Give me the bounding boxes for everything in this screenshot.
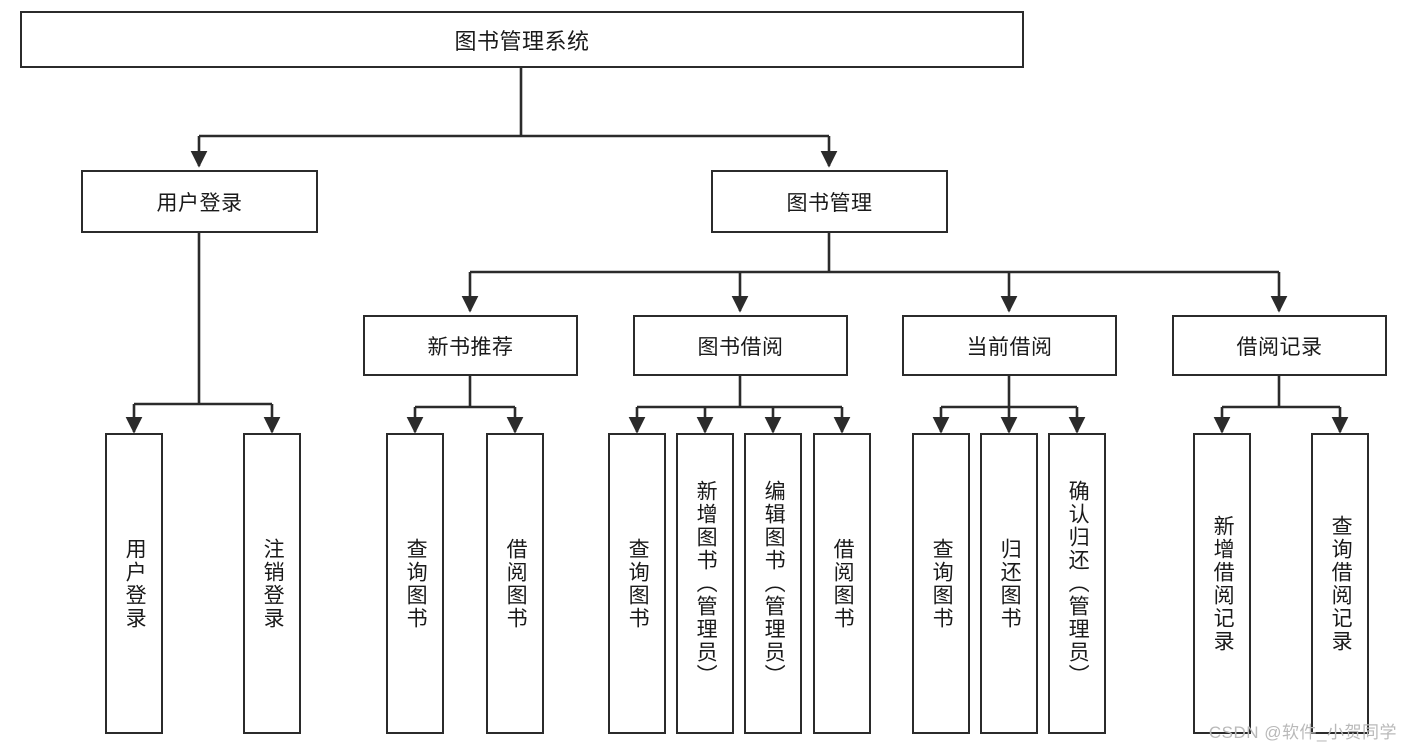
leaf-new-book-query-books[interactable]: 查询图书 xyxy=(386,433,444,734)
leaf-label: 查询图书 xyxy=(626,537,650,630)
node-label: 图书借阅 xyxy=(697,335,784,359)
leaf-label: 查询图书 xyxy=(930,537,954,630)
node-book-management[interactable]: 图书管理 xyxy=(711,170,948,233)
node-new-book-recommendation[interactable]: 新书推荐 xyxy=(363,315,578,376)
node-label: 图书管理系统 xyxy=(454,28,590,54)
leaf-label: 确认归还（管理员） xyxy=(1066,480,1090,687)
node-label: 用户登录 xyxy=(156,191,243,215)
leaf-label: 编辑图书（管理员） xyxy=(762,480,786,687)
leaf-label: 借阅图书 xyxy=(831,537,855,630)
node-label: 图书管理 xyxy=(786,191,873,215)
leaf-book-borrow-query-books[interactable]: 查询图书 xyxy=(608,433,666,734)
leaf-label: 新增图书（管理员） xyxy=(694,480,718,687)
leaf-book-borrow-borrow-books[interactable]: 借阅图书 xyxy=(813,433,871,734)
leaf-new-book-borrow-books[interactable]: 借阅图书 xyxy=(486,433,544,734)
node-label: 当前借阅 xyxy=(966,335,1053,359)
node-user-login[interactable]: 用户登录 xyxy=(81,170,318,233)
node-borrow-records[interactable]: 借阅记录 xyxy=(1172,315,1387,376)
node-label: 新书推荐 xyxy=(427,335,514,359)
leaf-book-borrow-add-book-admin[interactable]: 新增图书（管理员） xyxy=(676,433,734,734)
node-current-borrowing[interactable]: 当前借阅 xyxy=(902,315,1117,376)
leaf-current-borrow-return-books[interactable]: 归还图书 xyxy=(980,433,1038,734)
leaf-current-borrow-query-books[interactable]: 查询图书 xyxy=(912,433,970,734)
node-root-book-management-system[interactable]: 图书管理系统 xyxy=(20,11,1024,68)
leaf-label: 借阅图书 xyxy=(504,537,528,630)
leaf-user-login-logout[interactable]: 注销登录 xyxy=(243,433,301,734)
leaf-label: 归还图书 xyxy=(998,537,1022,630)
leaf-label: 注销登录 xyxy=(261,537,285,630)
leaf-book-borrow-edit-book-admin[interactable]: 编辑图书（管理员） xyxy=(744,433,802,734)
leaf-label: 新增借阅记录 xyxy=(1211,514,1235,653)
node-label: 借阅记录 xyxy=(1236,335,1323,359)
leaf-borrow-record-add-record[interactable]: 新增借阅记录 xyxy=(1193,433,1251,734)
leaf-current-borrow-confirm-return-admin[interactable]: 确认归还（管理员） xyxy=(1048,433,1106,734)
leaf-label: 用户登录 xyxy=(123,537,147,630)
node-book-borrowing[interactable]: 图书借阅 xyxy=(633,315,848,376)
leaf-borrow-record-query-record[interactable]: 查询借阅记录 xyxy=(1311,433,1369,734)
leaf-user-login-login[interactable]: 用户登录 xyxy=(105,433,163,734)
leaf-label: 查询图书 xyxy=(404,537,428,630)
csdn-watermark: CSDN @软件_小贺同学 xyxy=(1208,723,1397,742)
leaf-label: 查询借阅记录 xyxy=(1329,514,1353,653)
